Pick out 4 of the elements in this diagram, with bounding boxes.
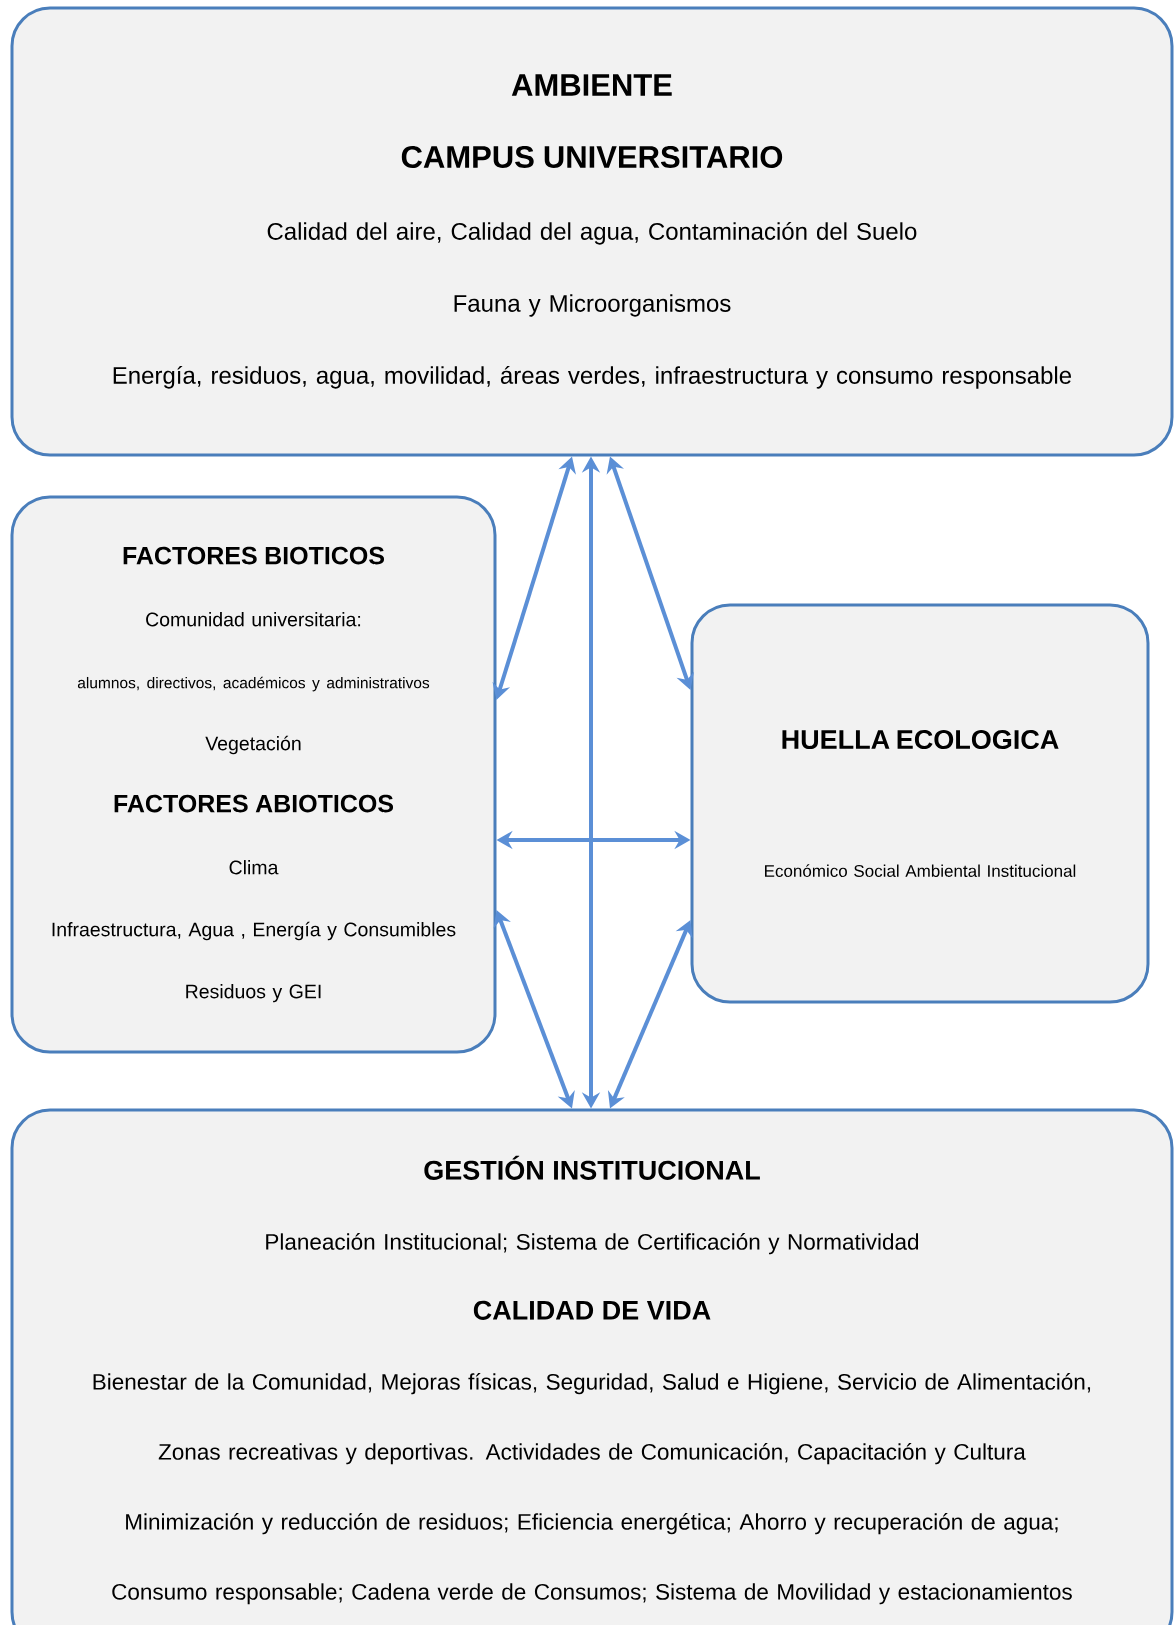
- text-box: FACTORES BIOTICOS Comunidad universitaria: alumnos, directivos, académicos y administrativos Vegetación FACTORES ABIOTICOS Clima Infraestructura, Agua , Energía y Consumibles Residuos y GEI: [10, 495, 497, 1054]
- text-box: AMBIENTE CAMPUS UNIVERSITARIO Calidad del aire, Calidad del agua, Contaminación del Suelo Fauna y Microorganismos Energía, residuos, agua, movilidad, áreas verdes, infraestructura y consumo responsable: [10, 6, 1174, 457]
- text-box: HUELLA ECOLOGICA Económico Social Ambiental Institucional: [690, 603, 1150, 1004]
- text-box: GESTIÓN INSTITUCIONAL Planeación Institucional; Sistema de Certificación y Normatividad CALIDAD DE VIDA Bienestar de la Comunidad, Mejoras físicas, Seguridad, Salud e Higiene, Servicio de Alimentación, Zonas recreativas y deportivas. Actividades de Comunicación, Capacitación y Cultura Minimización y reducción de residuos; Eficiencia energética; Ahorro y recuperación de agua; Consumo responsable; Cadena verde de Consumos; Sistema de Movilidad y estacionamientos: [10, 1108, 1174, 1625]
